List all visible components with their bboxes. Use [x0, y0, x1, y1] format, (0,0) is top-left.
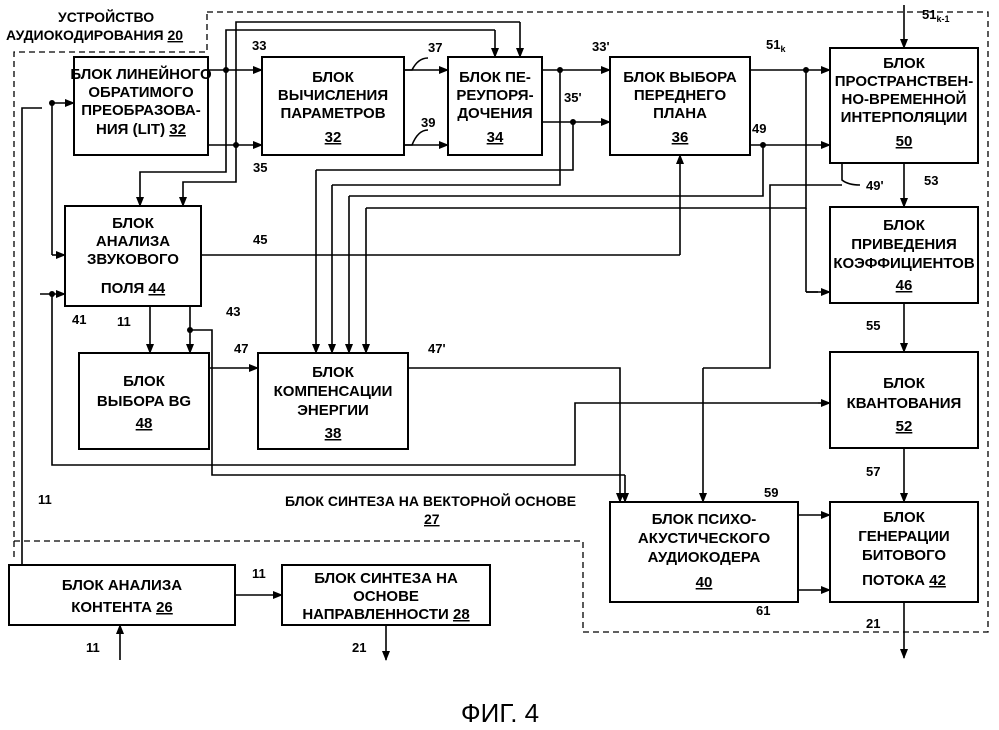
label-61: 61 [756, 603, 770, 618]
coefficient-block: БЛОК ПРИВЕДЕНИЯ КОЭФФИЦИЕНТОВ 46 [830, 207, 978, 303]
svg-text:АНАЛИЗА: АНАЛИЗА [96, 233, 170, 250]
svg-text:БЛОК: БЛОК [312, 364, 355, 381]
bitstream-block: БЛОК ГЕНЕРАЦИИ БИТОВОГО ПОТОКА 42 [830, 502, 978, 602]
svg-text:52: 52 [896, 418, 913, 435]
svg-text:БЛОК ПЕ-: БЛОК ПЕ- [459, 69, 531, 86]
svg-text:ГЕНЕРАЦИИ: ГЕНЕРАЦИИ [858, 528, 949, 545]
svg-text:ПРОСТРАНСТВЕН-: ПРОСТРАНСТВЕН- [835, 73, 974, 90]
svg-text:ВЫЧИСЛЕНИЯ: ВЫЧИСЛЕНИЯ [278, 87, 388, 104]
content-analysis-block: БЛОК АНАЛИЗА КОНТЕНТА 26 [9, 565, 235, 625]
label-43: 43 [226, 304, 240, 319]
label-49-prime: 49' [866, 178, 884, 193]
label-21-right: 21 [866, 616, 880, 631]
svg-text:НО-ВРЕМЕННОЙ: НО-ВРЕМЕННОЙ [842, 90, 967, 108]
svg-text:КОНТЕНТА 26: КОНТЕНТА 26 [71, 599, 173, 616]
svg-text:БЛОК СИНТЕЗА НА: БЛОК СИНТЕЗА НА [314, 570, 458, 587]
svg-text:ПОЛЯ 44: ПОЛЯ 44 [101, 280, 166, 297]
svg-text:ПАРАМЕТРОВ: ПАРАМЕТРОВ [280, 105, 385, 122]
label-35: 35 [253, 160, 267, 175]
svg-text:БИТОВОГО: БИТОВОГО [862, 547, 946, 564]
svg-text:БЛОК: БЛОК [883, 55, 926, 72]
label-53: 53 [924, 173, 938, 188]
label-59: 59 [764, 485, 778, 500]
param-block: БЛОК ВЫЧИСЛЕНИЯ ПАРАМЕТРОВ 32 [262, 57, 404, 155]
figure-caption: ФИГ. 4 [461, 698, 539, 728]
svg-text:КОЭФФИЦИЕНТОВ: КОЭФФИЦИЕНТОВ [833, 255, 975, 272]
svg-text:48: 48 [136, 415, 153, 432]
svg-text:БЛОК: БЛОК [123, 373, 166, 390]
svg-text:БЛОК ВЫБОРА: БЛОК ВЫБОРА [623, 69, 737, 86]
svg-text:НИЯ (LIT) 32: НИЯ (LIT) 32 [96, 121, 186, 138]
psychoacoustic-block: БЛОК ПСИХО- АКУСТИЧЕСКОГО АУДИОКОДЕРА 40 [610, 502, 798, 602]
label-45: 45 [253, 232, 267, 247]
directional-synthesis-block: БЛОК СИНТЕЗА НА ОСНОВЕ НАПРАВЛЕННОСТИ 28 [282, 565, 490, 625]
svg-text:БЛОК: БЛОК [883, 217, 926, 234]
quantization-block: БЛОК КВАНТОВАНИЯ 52 [830, 352, 978, 448]
svg-text:ЭНЕРГИИ: ЭНЕРГИИ [297, 402, 369, 419]
svg-text:ВЫБОРА BG: ВЫБОРА BG [97, 393, 191, 410]
svg-text:НАПРАВЛЕННОСТИ 28: НАПРАВЛЕННОСТИ 28 [302, 606, 469, 623]
label-51-k: 51k [766, 37, 786, 54]
label-57: 57 [866, 464, 880, 479]
vector-region-title: БЛОК СИНТЕЗА НА ВЕКТОРНОЙ ОСНОВЕ [285, 492, 576, 509]
svg-text:БЛОК: БЛОК [312, 69, 355, 86]
label-11-directional: 11 [252, 566, 266, 581]
device-title-line1: УСТРОЙСТВО [58, 8, 154, 25]
label-47-prime: 47' [428, 341, 446, 356]
lit-block: БЛОК ЛИНЕЙНОГО ОБРАТИМОГО ПРЕОБРАЗОВА- Н… [70, 57, 212, 155]
label-33: 33 [252, 38, 266, 53]
svg-text:БЛОК ЛИНЕЙНОГО: БЛОК ЛИНЕЙНОГО [70, 65, 212, 83]
vector-region-ref: 27 [424, 511, 440, 527]
svg-text:32: 32 [325, 129, 342, 146]
bg-selection-block: БЛОК ВЫБОРА BG 48 [79, 353, 209, 449]
svg-text:БЛОК: БЛОК [883, 509, 926, 526]
label-35-prime: 35' [564, 90, 582, 105]
interpolation-block: БЛОК ПРОСТРАНСТВЕН- НО-ВРЕМЕННОЙ ИНТЕРПО… [830, 48, 978, 163]
svg-text:БЛОК: БЛОК [112, 215, 155, 232]
svg-text:БЛОК ПСИХО-: БЛОК ПСИХО- [652, 511, 757, 528]
label-49: 49 [752, 121, 766, 136]
svg-text:БЛОК АНАЛИЗА: БЛОК АНАЛИЗА [62, 577, 182, 594]
svg-text:ДОЧЕНИЯ: ДОЧЕНИЯ [457, 105, 532, 122]
svg-text:АКУСТИЧЕСКОГО: АКУСТИЧЕСКОГО [638, 530, 771, 547]
svg-text:38: 38 [325, 425, 342, 442]
svg-text:36: 36 [672, 129, 689, 146]
svg-text:АУДИОКОДЕРА: АУДИОКОДЕРА [648, 549, 761, 566]
device-title-line2: АУДИОКОДИРОВАНИЯ 20 [6, 27, 183, 43]
svg-text:ПЕРЕДНЕГО: ПЕРЕДНЕГО [634, 87, 727, 104]
svg-text:ПЛАНА: ПЛАНА [653, 105, 707, 122]
label-47: 47 [234, 341, 248, 356]
svg-text:40: 40 [696, 574, 713, 591]
label-33-prime: 33' [592, 39, 610, 54]
svg-text:КОМПЕНСАЦИИ: КОМПЕНСАЦИИ [274, 383, 393, 400]
reorder-block: БЛОК ПЕ- РЕУПОРЯ- ДОЧЕНИЯ 34 [448, 57, 542, 155]
svg-text:ОСНОВЕ: ОСНОВЕ [353, 588, 419, 605]
label-21-directional: 21 [352, 640, 366, 655]
svg-text:РЕУПОРЯ-: РЕУПОРЯ- [456, 87, 533, 104]
soundfield-analysis-block: БЛОК АНАЛИЗА ЗВУКОВОГО ПОЛЯ 44 [65, 206, 201, 306]
label-37: 37 [428, 40, 442, 55]
svg-text:ОБРАТИМОГО: ОБРАТИМОГО [88, 84, 194, 101]
label-11-soundfield: 11 [117, 314, 131, 329]
svg-text:34: 34 [487, 129, 504, 146]
label-55: 55 [866, 318, 880, 333]
svg-text:ИНТЕРПОЛЯЦИИ: ИНТЕРПОЛЯЦИИ [841, 109, 968, 126]
label-11-content-in: 11 [86, 640, 100, 655]
svg-text:БЛОК: БЛОК [883, 375, 926, 392]
svg-text:ПРЕОБРАЗОВА-: ПРЕОБРАЗОВА- [81, 102, 201, 119]
label-41: 41 [72, 312, 86, 327]
foreground-block: БЛОК ВЫБОРА ПЕРЕДНЕГО ПЛАНА 36 [610, 57, 750, 155]
svg-text:ПОТОКА 42: ПОТОКА 42 [862, 572, 946, 589]
energy-compensation-block: БЛОК КОМПЕНСАЦИИ ЭНЕРГИИ 38 [258, 353, 408, 449]
svg-text:ПРИВЕДЕНИЯ: ПРИВЕДЕНИЯ [851, 236, 957, 253]
svg-text:КВАНТОВАНИЯ: КВАНТОВАНИЯ [847, 395, 962, 412]
label-11-content-top: 11 [38, 492, 52, 507]
label-39: 39 [421, 115, 435, 130]
svg-text:50: 50 [896, 133, 913, 150]
svg-text:46: 46 [896, 277, 913, 294]
label-51-k-1: 51k-1 [922, 7, 949, 24]
svg-text:ЗВУКОВОГО: ЗВУКОВОГО [87, 251, 179, 268]
